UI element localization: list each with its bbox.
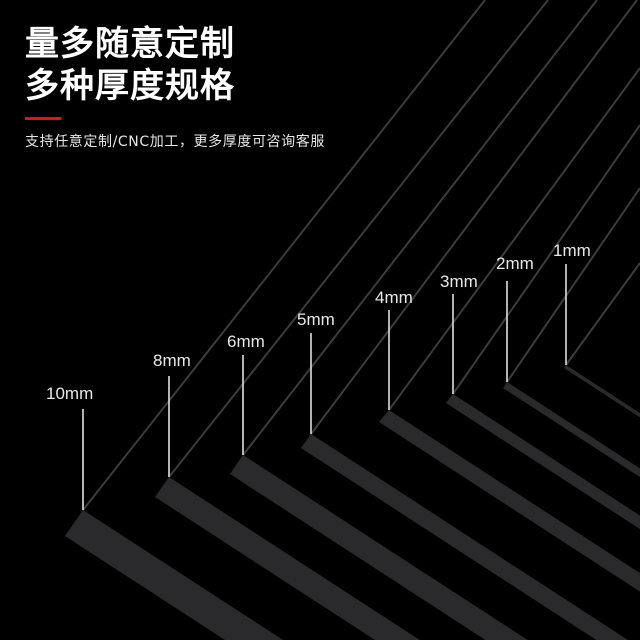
thickness-label-6mm: 6mm [227,332,265,351]
thickness-label-3mm: 3mm [440,272,478,291]
thickness-label-2mm: 2mm [496,254,534,273]
thickness-label-8mm: 8mm [153,351,191,370]
headline-line-1: 量多随意定制 [25,24,235,64]
thickness-label-10mm: 10mm [46,384,94,403]
sheet-side-bands [65,365,640,640]
thickness-label-4mm: 4mm [375,288,413,307]
subtitle: 支持任意定制/CNC加工，更多厚度可咨询客服 [25,134,325,150]
label-pointer-lines [82,264,567,510]
thickness-label-5mm: 5mm [297,310,335,329]
sheet-edge-lines [82,0,640,511]
thickness-label-1mm: 1mm [553,241,591,260]
headline-line-2: 多种厚度规格 [25,66,235,106]
accent-divider [25,117,61,120]
